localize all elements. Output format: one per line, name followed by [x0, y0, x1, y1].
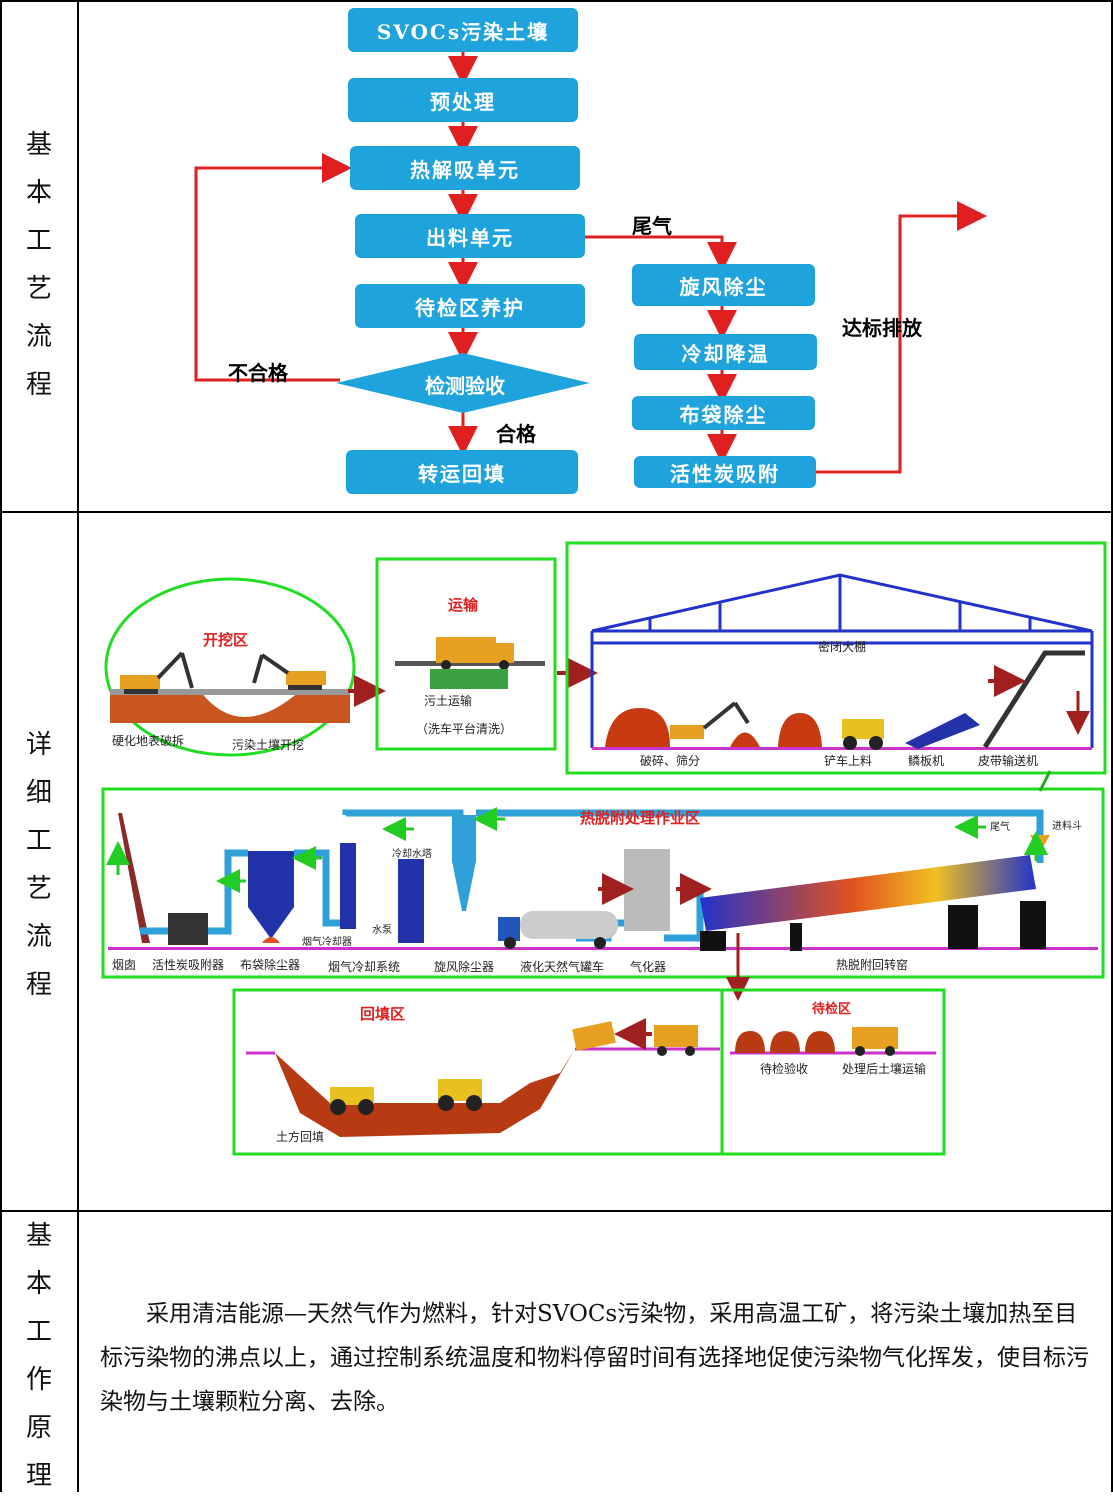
- cyclone-icon: [452, 815, 476, 911]
- zone-waiting: [720, 988, 946, 1156]
- label-kiln: 热脱附回转窑: [836, 957, 908, 972]
- title-excavation: 开挖区: [203, 631, 248, 649]
- label-flue-cooler: 烟气冷却器: [302, 935, 352, 948]
- flow-step-inspection: 检测验收: [425, 374, 505, 398]
- label-shed: 密闭大棚: [818, 639, 866, 654]
- gas-step-cyclone: 旋风除尘: [632, 264, 815, 306]
- rotary-kiln-icon: [700, 855, 1036, 931]
- dump-truck-icon: [852, 1027, 898, 1056]
- label-gasifier: 气化器: [630, 959, 666, 974]
- discharge-label: 达标排放: [842, 316, 922, 340]
- gas-step-bag-filter: 布袋除尘: [632, 396, 815, 430]
- label-loader: 铲车上料: [824, 753, 872, 768]
- roller-icon: [330, 1087, 374, 1115]
- inspection-diamond: [336, 353, 590, 413]
- chimney-icon: [118, 813, 150, 943]
- zone-transport: [375, 557, 557, 751]
- label-carbon: 活性炭吸附器: [152, 958, 224, 972]
- detailed-process-illustration: 硬化地表破拆 污染土壤开挖 污土运输 （洗车平台清洗） 密闭大棚 破碎、筛分 铲…: [101, 541, 1107, 1156]
- title-thermal: 热脱附处理作业区: [580, 809, 700, 827]
- flow-step-pretreatment: 预处理: [348, 78, 578, 122]
- dump-truck-icon: [572, 1021, 698, 1056]
- tail-gas-label: 尾气: [632, 214, 672, 238]
- gasifier-icon: [624, 849, 670, 931]
- label-cyclone: 旋风除尘器: [434, 959, 494, 974]
- label-after-transport: 处理后土壤运输: [842, 1061, 926, 1076]
- title-transport: 运输: [448, 596, 479, 614]
- scale-conveyor-icon: [905, 713, 980, 749]
- zone-thermal: [101, 787, 1105, 979]
- label-hard-break: 硬化地表破拆: [112, 733, 184, 748]
- flow-step-curing: 待检区养护: [355, 284, 585, 328]
- label-pump: 水泵: [372, 924, 392, 936]
- excavator-icon: [120, 651, 194, 694]
- label-cooling-sys: 烟气冷却系统: [328, 959, 400, 974]
- feed-hopper-icon: [1030, 835, 1050, 849]
- bag-filter-icon: [248, 851, 294, 943]
- label-cool-tower: 冷却水塔: [392, 847, 432, 860]
- dump-truck-icon: [436, 637, 514, 670]
- flow-step-thermal-desorption: 热解吸单元: [350, 146, 580, 190]
- flow-step-backfill: 转运回填: [346, 450, 578, 494]
- label-tail: 尾气: [990, 820, 1010, 833]
- title-backfill: 回填区: [360, 1005, 405, 1023]
- title-waiting: 待检区: [811, 1001, 851, 1017]
- row-label-basic-process: 基本工艺流程: [25, 130, 52, 400]
- label-belt: 皮带输送机: [978, 753, 1038, 768]
- pass-label: 合格: [496, 422, 536, 446]
- principle-text: 采用清洁能源—天然气作为燃料，针对SVOCs污染物，采用高温工矿，将污染土壤加热…: [100, 1301, 1089, 1415]
- gas-step-activated-carbon: 活性炭吸附: [634, 456, 816, 488]
- flow-connectors: [194, 52, 987, 474]
- gas-step-cooling: 冷却降温: [634, 334, 817, 370]
- carbon-adsorber-icon: [168, 913, 208, 945]
- label-soil-transport: 污土运输: [424, 693, 472, 708]
- excavator-icon: [252, 653, 326, 690]
- label-wait-check: 待检验收: [760, 1061, 808, 1076]
- label-wash: （洗车平台清洗）: [416, 721, 512, 736]
- row-label-principle: 基本工作原理: [25, 1221, 52, 1491]
- label-chimney: 烟囱: [112, 958, 136, 972]
- label-scale: 鳞板机: [908, 754, 944, 768]
- zone-excavation: [104, 577, 356, 757]
- label-hopper: 进料斗: [1052, 819, 1082, 832]
- label-fill: 土方回填: [276, 1129, 324, 1144]
- loader-icon: [438, 1079, 482, 1111]
- loader-icon: [842, 719, 884, 750]
- label-soil-excavate: 污染土壤开挖: [232, 737, 304, 752]
- flow-step-contaminated-soil: SVOCs污染土壤: [348, 8, 578, 52]
- excavator-icon: [670, 701, 750, 739]
- flue-gas-cooler-icon: [340, 843, 356, 929]
- label-bag: 布袋除尘器: [240, 957, 300, 972]
- flow-step-discharge-unit: 出料单元: [355, 214, 585, 258]
- lng-tanker-icon: [498, 911, 618, 949]
- shed-frame: [590, 573, 1094, 748]
- label-lng: 液化天然气罐车: [520, 959, 604, 974]
- zone-pretreatment: [565, 541, 1107, 775]
- label-crush: 破碎、筛分: [640, 753, 700, 768]
- cooling-tower-icon: [398, 859, 424, 943]
- row-label-detailed-process: 详细工艺流程: [25, 730, 52, 1000]
- fail-label: 不合格: [228, 361, 288, 385]
